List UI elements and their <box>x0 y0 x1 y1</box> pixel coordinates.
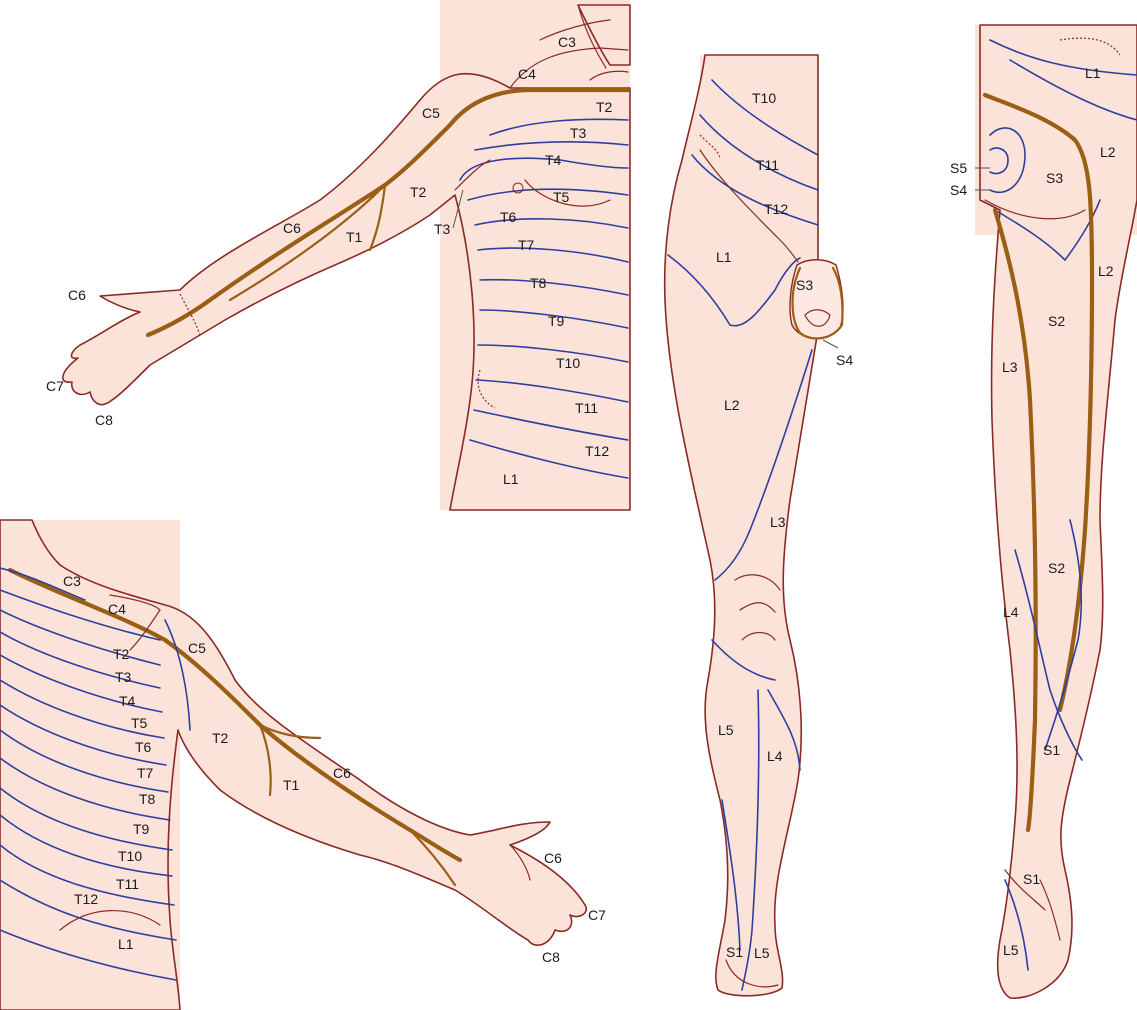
label-back-C6-arm: C6 <box>333 765 351 781</box>
label-back-T2-arm: T2 <box>212 730 229 746</box>
label-back-T7: T7 <box>137 765 154 781</box>
label-C5: C5 <box>422 105 440 121</box>
label-back-T11: T11 <box>116 876 139 892</box>
label-T9: T9 <box>548 313 565 329</box>
label-back-T6: T6 <box>135 739 152 755</box>
leg-front-panel: T10 T11 T12 L1 S3 S4 L2 L3 L5 L4 S1 L5 <box>665 55 854 996</box>
label-back-T3: T3 <box>115 669 132 685</box>
label-C6-arm: C6 <box>283 220 301 236</box>
label-T3: T3 <box>570 125 587 141</box>
label-back-T8: T8 <box>139 791 156 807</box>
label-leg-T12: T12 <box>764 201 788 217</box>
label-T8: T8 <box>530 275 547 291</box>
label-backleg-L4: L4 <box>1003 604 1019 620</box>
label-backleg-L2: L2 <box>1098 263 1114 279</box>
label-back-T10: T10 <box>118 848 142 864</box>
label-leg-T11: T11 <box>756 157 779 173</box>
label-C7: C7 <box>46 378 64 394</box>
label-backleg-S2-lower: S2 <box>1048 560 1065 576</box>
arm-back-panel: C3 C4 C5 T2 T3 T4 T5 T6 T7 T8 T9 T10 T11… <box>0 520 606 1010</box>
label-T2: T2 <box>596 99 613 115</box>
label-leg-L4: L4 <box>767 748 783 764</box>
label-T5: T5 <box>553 189 570 205</box>
arm-front-panel: C3 C4 C5 T2 T3 T4 T5 T6 T7 T8 T9 T10 T11… <box>46 0 630 510</box>
label-backleg-S2-upper: S2 <box>1048 313 1065 329</box>
label-backleg-L5: L5 <box>1003 942 1019 958</box>
label-T1: T1 <box>346 229 363 245</box>
label-back-T9: T9 <box>133 821 150 837</box>
label-back-L1: L1 <box>118 936 134 952</box>
label-backleg-L3: L3 <box>1002 359 1018 375</box>
label-T12: T12 <box>585 443 609 459</box>
label-backleg-S5: S5 <box>950 160 967 176</box>
leg-back-panel: L1 L2 S5 S4 S3 L2 S2 L3 S2 L4 S1 S1 L5 <box>950 25 1137 998</box>
label-back-T4: T4 <box>119 693 136 709</box>
label-backleg-L2-top: L2 <box>1100 144 1116 160</box>
label-C3: C3 <box>558 34 576 50</box>
label-back-T12: T12 <box>74 891 98 907</box>
label-leg-L5-foot: L5 <box>754 945 770 961</box>
label-leg-L3: L3 <box>770 514 786 530</box>
label-back-C5: C5 <box>188 640 206 656</box>
label-back-T2: T2 <box>113 646 130 662</box>
label-back-C4: C4 <box>108 601 126 617</box>
label-back-C8: C8 <box>542 949 560 965</box>
label-backleg-L1: L1 <box>1085 65 1101 81</box>
label-leg-S3: S3 <box>796 277 813 293</box>
label-T6: T6 <box>500 209 517 225</box>
label-T4: T4 <box>545 152 562 168</box>
label-back-C3: C3 <box>63 573 81 589</box>
label-back-C7: C7 <box>588 907 606 923</box>
label-leg-L2: L2 <box>724 397 740 413</box>
label-backleg-S1-foot: S1 <box>1023 871 1040 887</box>
label-C6-hand: C6 <box>68 287 86 303</box>
label-T10: T10 <box>556 355 580 371</box>
label-backleg-S3: S3 <box>1046 170 1063 186</box>
label-back-C6-hand: C6 <box>544 850 562 866</box>
label-backleg-S4: S4 <box>950 182 967 198</box>
label-T2-arm: T2 <box>410 184 427 200</box>
label-leg-S1: S1 <box>726 944 743 960</box>
label-T11: T11 <box>575 400 598 416</box>
label-leg-T10: T10 <box>752 90 776 106</box>
label-T3-pointer: T3 <box>434 221 451 237</box>
label-back-T1: T1 <box>283 777 300 793</box>
label-leg-S4: S4 <box>836 352 853 368</box>
label-C8: C8 <box>95 412 113 428</box>
label-back-T5: T5 <box>131 715 148 731</box>
label-leg-L5: L5 <box>718 722 734 738</box>
label-C4: C4 <box>518 66 536 82</box>
label-L1: L1 <box>503 471 519 487</box>
label-backleg-S1-leg: S1 <box>1043 742 1060 758</box>
label-T7: T7 <box>518 237 535 253</box>
label-leg-L1: L1 <box>716 249 732 265</box>
